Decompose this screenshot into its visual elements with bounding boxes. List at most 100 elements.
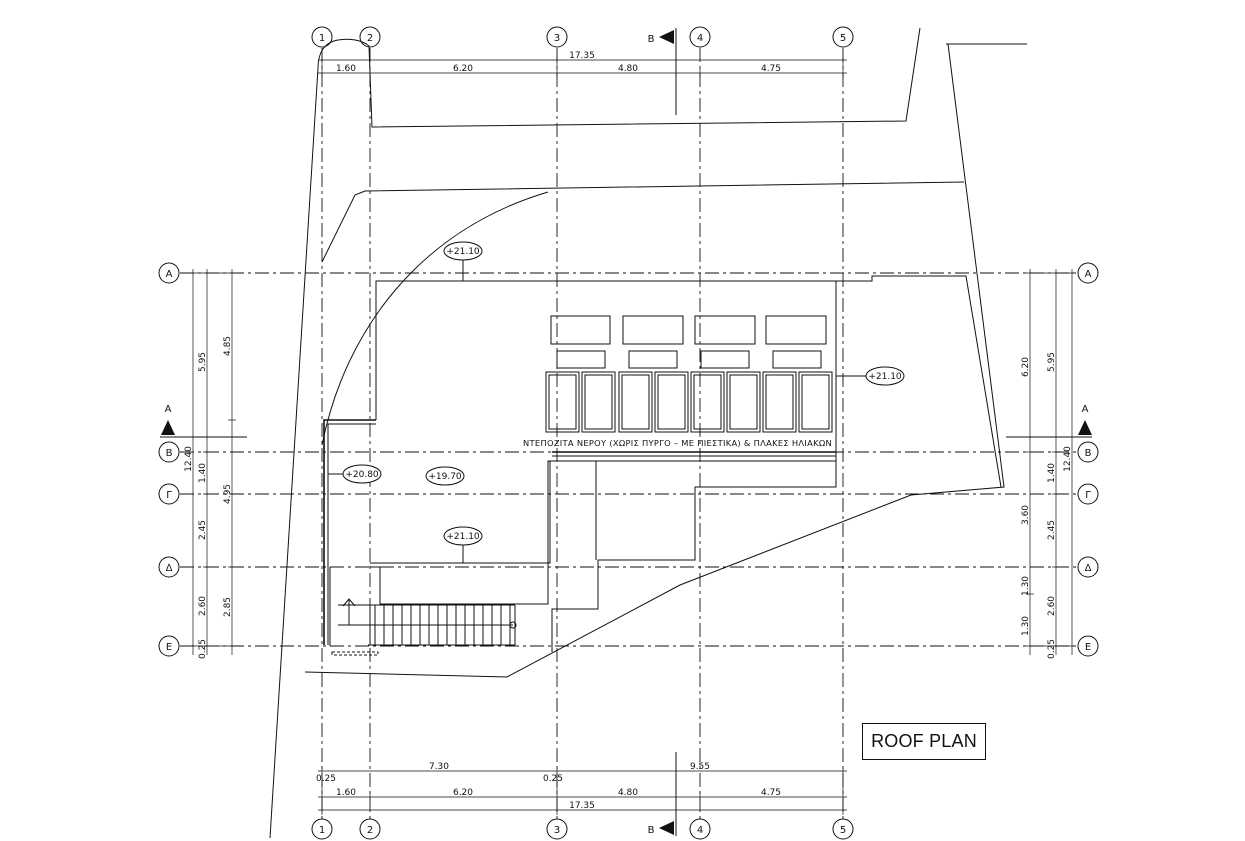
water-tank	[550, 315, 611, 345]
grid-row-a-left: A	[166, 269, 173, 280]
level-top: +21.10	[446, 247, 480, 257]
staircase	[338, 598, 517, 646]
grid-row-d-right: Δ	[1085, 563, 1092, 574]
level-left: +20.80	[345, 470, 379, 480]
dim-right-inner-2: 3.60	[1021, 505, 1031, 525]
grid-col-2-bottom: 2	[367, 825, 373, 836]
dim-right-inner-1: 6.20	[1021, 357, 1031, 377]
dim-left-outer-4: 2.60	[198, 596, 208, 616]
dim-left-total: 12.40	[184, 446, 194, 472]
grid-row-b-right: B	[1085, 448, 1092, 459]
dim-bottom-total: 17.35	[569, 801, 595, 811]
equipment-note: ΝΤΕΠΟΖΙΤΑ ΝΕΡΟΥ (ΧΩΡΙΣ ΠΥΡΓΟ – ΜΕ ΠΙΕΣΤΙ…	[523, 438, 832, 448]
water-tank	[765, 315, 827, 345]
grid-col-3-top: 3	[554, 33, 560, 44]
grid-col-4-top: 4	[697, 33, 703, 44]
grid-row-e-right: E	[1085, 642, 1091, 653]
solar-panel	[581, 371, 616, 433]
dim-right-total: 12.40	[1063, 446, 1073, 472]
stair-arrow-icon	[342, 598, 356, 607]
solar-panel	[654, 371, 689, 433]
water-tank	[694, 315, 756, 345]
dim-left-inner-1: 4.85	[223, 336, 233, 356]
grid-row-a-right: A	[1085, 269, 1092, 280]
dim-left-outer-1: 5.95	[198, 352, 208, 372]
dim-right-outer-5: 0.25	[1047, 639, 1057, 659]
grid-col-3-bottom: 3	[554, 825, 560, 836]
section-b-top-arrow-icon	[659, 30, 674, 44]
grid-col-2-top: 2	[367, 33, 373, 44]
grid-col-5-top: 5	[840, 33, 846, 44]
solar-panels	[545, 371, 833, 433]
grid-col-1-top: 1	[319, 33, 325, 44]
section-a-right-arrow-icon	[1078, 420, 1092, 435]
water-tank	[622, 315, 684, 345]
dim-top-3: 4.80	[618, 64, 638, 74]
solar-panel	[762, 371, 797, 433]
dim-left-inner-3: 2.85	[223, 597, 233, 617]
dim-bottom-upper-b: 9.55	[690, 762, 710, 772]
grid-col-5-bottom: 5	[840, 825, 846, 836]
dim-bottom-small-b: 0.25	[543, 774, 563, 784]
dim-top-4: 4.75	[761, 64, 781, 74]
pump-box	[772, 350, 822, 369]
level-right: +21.10	[868, 372, 902, 382]
left-dimensions: 12.40 5.95 1.40 2.45 2.60 0.25 4.85 4.95…	[184, 269, 236, 659]
dim-right-outer-1: 5.95	[1047, 352, 1057, 372]
water-tanks	[550, 315, 827, 369]
drawing-title: ROOF PLAN	[862, 723, 986, 760]
grid-col-4-bottom: 4	[697, 825, 703, 836]
grid-lines	[180, 48, 1078, 820]
solar-panel	[545, 371, 580, 433]
section-a-left-arrow-icon	[161, 420, 175, 435]
dim-top-1: 1.60	[336, 64, 356, 74]
dim-bottom-2: 6.20	[453, 788, 473, 798]
dim-bottom-upper-a: 7.30	[429, 762, 449, 772]
solar-panel	[618, 371, 653, 433]
pump-box	[556, 350, 606, 369]
column-bubbles-bottom: 1 2 3 4 5	[311, 818, 854, 840]
dim-bottom-1: 1.60	[336, 788, 356, 798]
roof-outline	[323, 275, 1002, 656]
level-lower: +21.10	[446, 532, 480, 542]
right-dimensions: 6.20 3.60 1.30 1.30 5.95 1.40 2.45 2.60 …	[1021, 269, 1076, 659]
dim-bottom-3: 4.80	[618, 788, 638, 798]
pump-box	[628, 350, 678, 369]
level-center: +19.70	[428, 472, 462, 482]
section-b-bottom-label: B	[648, 825, 655, 836]
grid-col-1-bottom: 1	[319, 825, 325, 836]
grid-row-b-left: B	[166, 448, 173, 459]
dim-right-outer-3: 2.45	[1047, 520, 1057, 540]
dim-left-outer-3: 2.45	[198, 520, 208, 540]
dim-left-outer-2: 1.40	[198, 463, 208, 483]
solar-panel	[726, 371, 761, 433]
section-a-left-label: A	[165, 404, 172, 415]
dim-bottom-4: 4.75	[761, 788, 781, 798]
column-bubbles-top: 1 2 3 4 5	[311, 26, 854, 48]
row-bubbles-left: A B Γ Δ E	[158, 262, 180, 657]
dim-top-2: 6.20	[453, 64, 473, 74]
level-tags: +21.10 +21.10 +20.80 +19.70 +21.10	[328, 241, 905, 563]
grid-row-d-left: Δ	[166, 563, 173, 574]
grid-row-e-left: E	[166, 642, 172, 653]
section-marks: A A B B	[160, 28, 1092, 836]
dim-right-inner-3: 1.30	[1021, 576, 1031, 596]
section-b-bottom-arrow-icon	[659, 821, 674, 835]
dim-left-inner-2: 4.95	[223, 484, 233, 504]
solar-panel	[798, 371, 833, 433]
dim-right-outer-2: 1.40	[1047, 463, 1057, 483]
dim-left-outer-5: 0.25	[198, 639, 208, 659]
dim-right-inner-4: 1.30	[1021, 616, 1031, 636]
grid-row-g-left: Γ	[166, 490, 172, 501]
top-dimensions: 17.35 1.60 6.20 4.80 4.75	[318, 51, 847, 78]
section-b-top-label: B	[648, 34, 655, 45]
pump-box	[700, 350, 750, 369]
dim-bottom-small-a: 0.25	[316, 774, 336, 784]
row-bubbles-right: A B Γ Δ E	[1077, 262, 1099, 657]
bottom-dimensions: 7.30 9.55 0.25 0.25 1.60 6.20 4.80 4.75 …	[316, 762, 847, 815]
grid-row-g-right: Γ	[1085, 490, 1091, 501]
solar-panel	[690, 371, 725, 433]
dim-top-total: 17.35	[569, 51, 595, 61]
site-outlines	[269, 27, 1027, 839]
